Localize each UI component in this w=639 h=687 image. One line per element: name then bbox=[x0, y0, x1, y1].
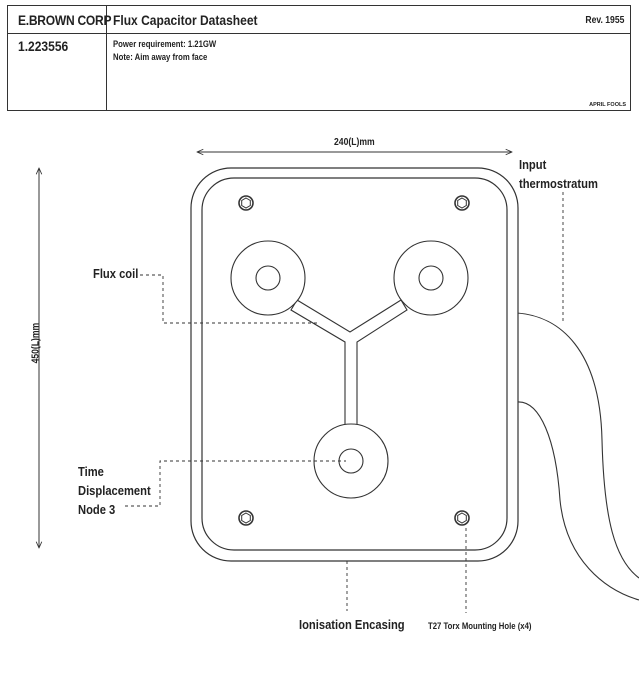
input-label-line-1: Input bbox=[519, 157, 547, 172]
torx-mounting-hole-top-right bbox=[454, 195, 470, 211]
time-label-line-2: Displacement bbox=[78, 483, 151, 498]
time-label-line-1: Time bbox=[78, 464, 104, 479]
ionisation-encasing-label: Ionisation Encasing bbox=[299, 617, 405, 632]
torx-mounting-hole-top-left bbox=[238, 195, 254, 211]
flux-coil-left bbox=[230, 240, 306, 316]
footer-note: APRIL FOOLS bbox=[589, 102, 626, 108]
flux-coil-label: Flux coil bbox=[93, 266, 139, 281]
width-dimension-label: 240(L)mm bbox=[334, 137, 375, 148]
flux-coil-right bbox=[393, 240, 469, 316]
document-title: Flux Capacitor Datasheet bbox=[113, 12, 258, 28]
part-number: 1.223556 bbox=[18, 38, 69, 54]
flux-channel bbox=[290, 299, 408, 426]
input-cable-upper bbox=[516, 312, 639, 579]
power-note: Power requirement: 1.21GW bbox=[113, 39, 217, 49]
torx-mounting-hole-bottom-right bbox=[454, 510, 470, 526]
inner-casing bbox=[201, 177, 508, 551]
time-displacement-node bbox=[313, 423, 389, 499]
height-dimension-label: 450(L)mm bbox=[30, 322, 42, 364]
company-name: E.BROWN CORP bbox=[18, 12, 112, 28]
revision-label: Rev. 1955 bbox=[584, 15, 624, 26]
torx-mounting-hole-label: T27 Torx Mounting Hole (x4) bbox=[428, 621, 532, 631]
aim-note: Note: Aim away from face bbox=[113, 52, 208, 62]
title-block-divider-vertical bbox=[106, 6, 107, 110]
title-block-divider-horizontal bbox=[8, 33, 630, 34]
title-block: E.BROWN CORP Flux Capacitor Datasheet Re… bbox=[7, 5, 631, 111]
time-label-line-3: Node 3 bbox=[78, 502, 116, 517]
torx-mounting-hole-bottom-left bbox=[238, 510, 254, 526]
input-cable-lower bbox=[516, 401, 639, 601]
input-label-line-2: thermostratum bbox=[519, 176, 598, 191]
input-thermostratum-label: Input thermostratum bbox=[519, 155, 598, 193]
time-displacement-label: Time Displacement Node 3 bbox=[78, 462, 151, 519]
